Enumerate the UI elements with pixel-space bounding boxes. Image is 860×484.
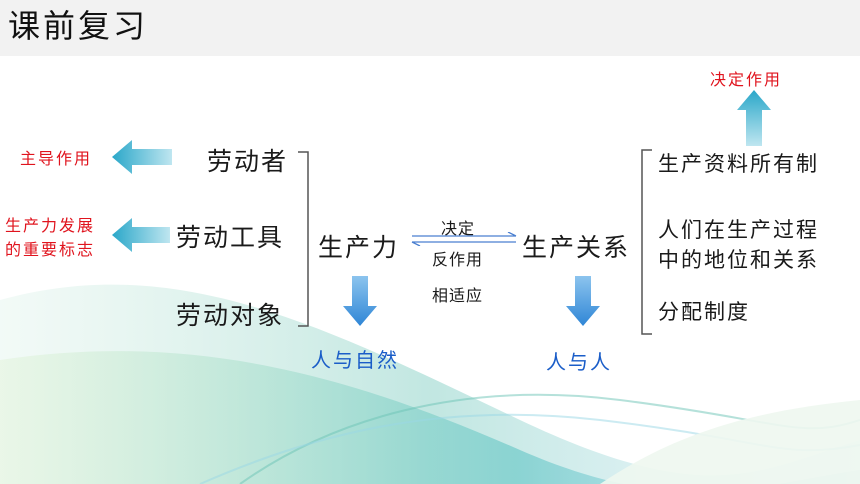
bracket-left-group [298,151,309,327]
arrow-down-icon [566,276,600,326]
productive-forces-label: 生产力 [318,233,400,262]
interaction-forward: 决定 [441,219,476,238]
role-decisive: 决定作用 [710,70,783,89]
page-title: 课前复习 [8,7,149,45]
element-tools: 劳动工具 [176,223,285,252]
arrow-up-icon [737,90,771,146]
double-arrow-icon [411,232,517,246]
interaction-reverse: 反作用 [432,250,484,269]
component-status-line1: 人们在生产过程 [658,218,819,242]
role-leading: 主导作用 [20,149,93,168]
role-sign-line1: 生产力发展 [5,216,96,235]
role-sign-line2: 的重要标志 [5,240,96,259]
interaction-fit: 相适应 [432,286,484,305]
relation-people: 人与人 [546,350,612,374]
arrow-down-icon [343,276,377,326]
component-status-line2: 中的地位和关系 [658,248,819,272]
bracket-right-group [641,149,652,335]
component-distribution: 分配制度 [658,300,750,324]
element-objects: 劳动对象 [176,301,285,330]
arrow-left-icon [112,140,172,174]
arrow-left-icon [112,218,170,252]
component-ownership: 生产资料所有制 [658,152,819,176]
relation-nature: 人与自然 [311,348,399,372]
element-laborer: 劳动者 [207,147,289,176]
header-bar [0,0,860,56]
relations-of-production-label: 生产关系 [522,233,631,262]
